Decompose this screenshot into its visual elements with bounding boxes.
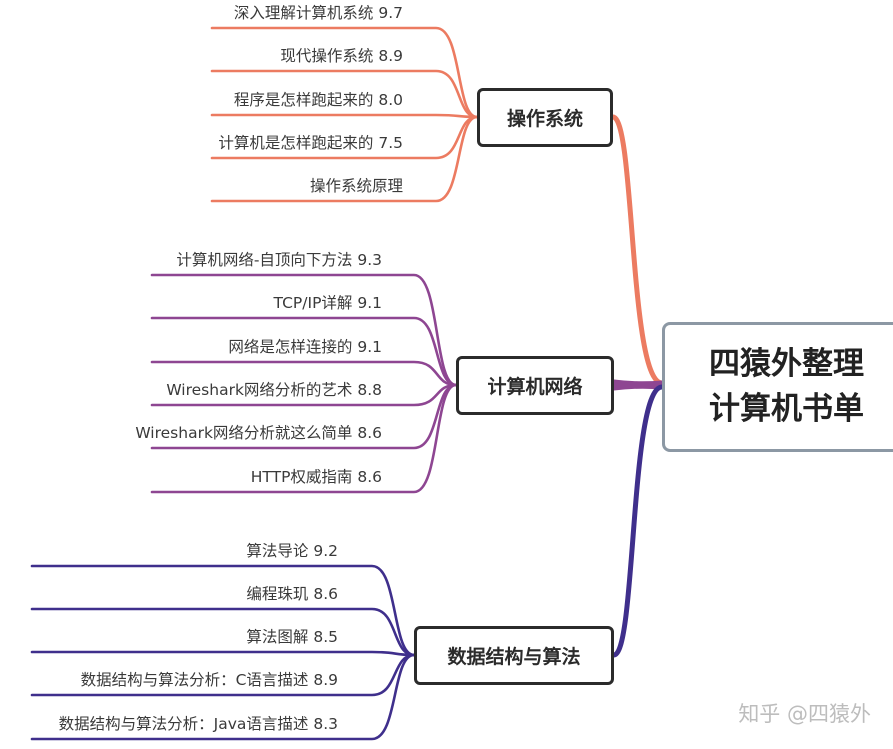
leaf-algo-1[interactable]: 算法导论 9.2	[246, 542, 338, 560]
root-node[interactable]: 四猿外整理 计算机书单	[662, 322, 893, 452]
leaf-algo-4[interactable]: 数据结构与算法分析：C语言描述 8.9	[80, 671, 338, 689]
leaf-algo-5[interactable]: 数据结构与算法分析：Java语言描述 8.3	[58, 715, 338, 733]
leaf-net-1[interactable]: 计算机网络-自顶向下方法 9.3	[176, 251, 382, 269]
connector-leaf-0-0	[210, 26, 479, 119]
leaf-algo-2[interactable]: 编程珠玑 8.6	[246, 585, 338, 603]
root-title-line1: 四猿外整理	[709, 346, 864, 382]
leaf-algo-3[interactable]: 算法图解 8.5	[246, 628, 338, 646]
leaf-net-3[interactable]: 网络是怎样连接的 9.1	[228, 338, 382, 356]
connector-leaf-2-0	[30, 564, 416, 657]
leaf-os-5[interactable]: 操作系统原理	[309, 177, 403, 195]
branch-network[interactable]: 计算机网络	[456, 356, 614, 415]
branch-os[interactable]: 操作系统	[477, 88, 613, 147]
branch-algorithms-label: 数据结构与算法	[447, 646, 581, 668]
connector-leaf-0-4	[210, 115, 479, 203]
connector-leaf-1-1	[150, 316, 458, 387]
leaf-os-1[interactable]: 深入理解计算机系统 9.7	[233, 4, 403, 22]
branch-network-label: 计算机网络	[487, 376, 583, 398]
connector-leaf-0-2	[210, 113, 479, 119]
connector-leaf-2-1	[30, 607, 416, 657]
connector-leaf-1-5	[150, 383, 458, 494]
connector-leaf-2-2	[30, 650, 416, 657]
branch-os-label: 操作系统	[506, 108, 583, 130]
connector-branch-0	[610, 114, 665, 386]
connector-leaf-0-1	[210, 69, 479, 119]
connector-leaf-2-4	[30, 653, 416, 741]
leaf-os-4[interactable]: 计算机是怎样跑起来的 7.5	[218, 134, 403, 152]
leaf-net-6[interactable]: HTTP权威指南 8.6	[250, 468, 382, 486]
connector-leaf-1-2	[150, 360, 458, 387]
connector-leaf-1-0	[150, 273, 458, 387]
connector-branch-2	[611, 384, 665, 658]
root-title-line2: 计算机书单	[709, 391, 864, 427]
leaf-net-4[interactable]: Wireshark网络分析的艺术 8.8	[166, 381, 382, 399]
watermark: 知乎 @四猿外	[738, 702, 871, 726]
branch-algorithms[interactable]: 数据结构与算法	[414, 626, 614, 685]
leaf-net-5[interactable]: Wireshark网络分析就这么简单 8.6	[135, 424, 382, 442]
leaf-os-3[interactable]: 程序是怎样跑起来的 8.0	[233, 91, 403, 109]
leaf-net-2[interactable]: TCP/IP详解 9.1	[273, 294, 382, 312]
leaf-os-2[interactable]: 现代操作系统 8.9	[280, 47, 403, 65]
